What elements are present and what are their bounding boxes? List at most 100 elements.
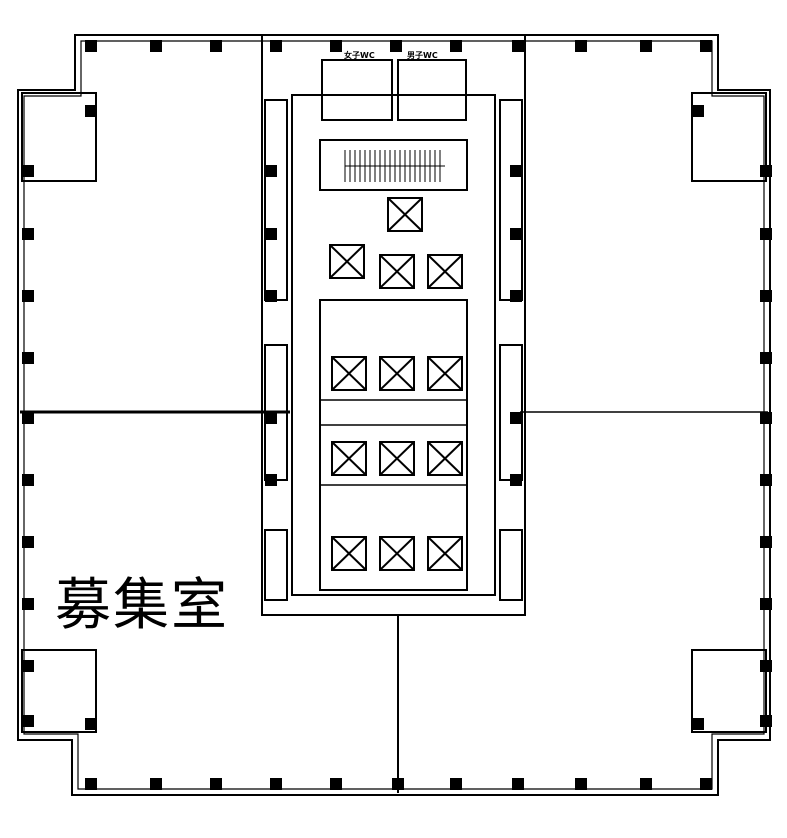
column — [210, 40, 222, 52]
column — [85, 105, 97, 117]
column — [265, 228, 277, 240]
column — [22, 715, 34, 727]
elevator-cross — [331, 356, 367, 391]
elevator-cross — [427, 254, 463, 289]
elevator-cross — [387, 197, 423, 232]
elevator-box — [331, 356, 367, 391]
vacancy-label: 募集室 — [55, 573, 229, 638]
elevator-car — [427, 254, 463, 289]
column — [22, 536, 34, 548]
elevator-cross — [329, 244, 365, 279]
column — [760, 228, 772, 240]
wc-women-label: 女子WC — [344, 51, 375, 60]
column — [22, 598, 34, 610]
column — [640, 778, 652, 790]
elevator-car — [331, 356, 367, 391]
column — [265, 474, 277, 486]
column — [22, 352, 34, 364]
column — [450, 778, 462, 790]
column — [760, 660, 772, 672]
column — [510, 165, 522, 177]
elevator-car — [427, 356, 463, 391]
stair — [319, 139, 468, 191]
column — [210, 778, 222, 790]
column — [330, 778, 342, 790]
column — [760, 412, 772, 424]
elevator-box — [379, 536, 415, 571]
elevator-box — [387, 197, 423, 232]
wc-women — [321, 59, 393, 121]
column — [450, 40, 462, 52]
elevator-cross — [379, 254, 415, 289]
column — [22, 228, 34, 240]
column — [692, 105, 704, 117]
column — [692, 718, 704, 730]
elevator-car — [379, 356, 415, 391]
column — [575, 778, 587, 790]
column — [265, 412, 277, 424]
column — [22, 660, 34, 672]
column — [85, 778, 97, 790]
column — [510, 474, 522, 486]
column — [640, 40, 652, 52]
column — [270, 778, 282, 790]
core-inner — [291, 94, 496, 596]
elevator-car — [387, 197, 423, 232]
elevator-cross — [331, 441, 367, 476]
elevator-box — [379, 254, 415, 289]
column — [270, 40, 282, 52]
column — [575, 40, 587, 52]
column — [22, 165, 34, 177]
elevator-cross — [379, 536, 415, 571]
wc-men — [397, 59, 467, 121]
column — [85, 718, 97, 730]
elevator-car — [331, 536, 367, 571]
elevator-hall — [319, 299, 468, 591]
column — [150, 40, 162, 52]
elevator-cross — [427, 536, 463, 571]
room-top-left — [21, 92, 97, 182]
outer-wall — [17, 34, 771, 796]
column — [760, 290, 772, 302]
inner-wall — [23, 40, 765, 790]
column — [22, 412, 34, 424]
column — [510, 412, 522, 424]
room-top-right — [691, 92, 767, 182]
column — [512, 778, 524, 790]
elevator-box — [427, 441, 463, 476]
elevator-cross — [427, 356, 463, 391]
elevator-car — [331, 441, 367, 476]
column — [510, 290, 522, 302]
column — [265, 165, 277, 177]
elevator-car — [329, 244, 365, 279]
column — [330, 40, 342, 52]
elevator-cross — [379, 441, 415, 476]
column — [22, 290, 34, 302]
column — [760, 352, 772, 364]
column — [760, 165, 772, 177]
column — [760, 715, 772, 727]
elevator-box — [379, 356, 415, 391]
column — [760, 474, 772, 486]
elevator-box — [329, 244, 365, 279]
elevator-car — [427, 441, 463, 476]
elevator-cross — [379, 356, 415, 391]
column — [392, 778, 404, 790]
elevator-car — [379, 536, 415, 571]
column — [85, 40, 97, 52]
column — [150, 778, 162, 790]
core-outer — [261, 34, 526, 616]
column — [700, 40, 712, 52]
elevator-cross — [331, 536, 367, 571]
column — [760, 536, 772, 548]
column — [512, 40, 524, 52]
room-bottom-left — [21, 649, 97, 733]
column — [760, 598, 772, 610]
column — [22, 474, 34, 486]
column — [265, 290, 277, 302]
elevator-box — [331, 536, 367, 571]
elevator-box — [427, 254, 463, 289]
elevator-cross — [427, 441, 463, 476]
